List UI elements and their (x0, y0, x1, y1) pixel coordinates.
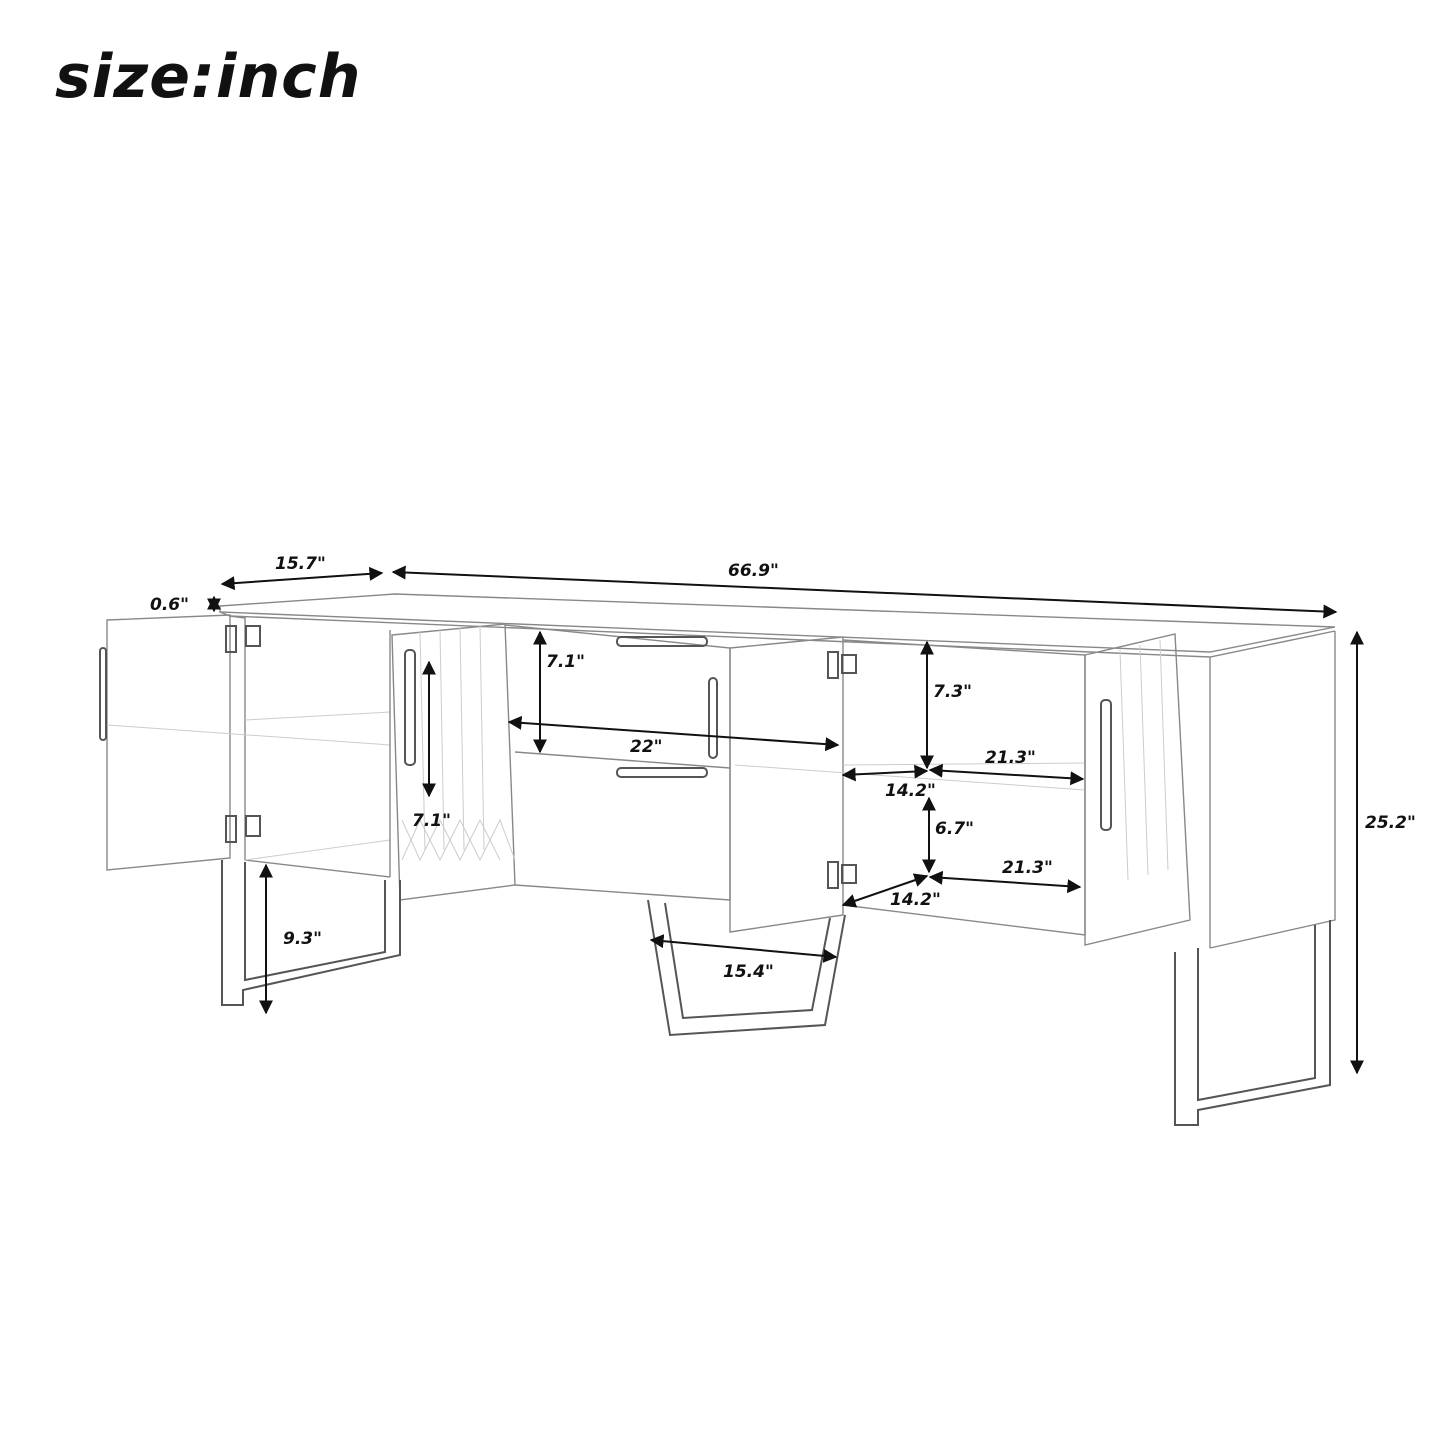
label-right-lower-depth: 14.2" (890, 890, 941, 910)
legs (221, 860, 1331, 1126)
label-drawer-height: 7.1" (546, 652, 585, 672)
label-leg-height: 9.3" (283, 929, 322, 949)
label-door-compartment-height: 7.1" (412, 811, 451, 831)
label-drawer-width: 22" (630, 737, 663, 757)
label-right-lower-width: 21.3" (1002, 858, 1053, 878)
hinge-icon (827, 651, 857, 679)
label-depth-door: 15.7" (275, 554, 326, 574)
label-right-upper-width: 21.3" (985, 748, 1036, 768)
label-right-upper-height: 7.3" (933, 682, 972, 702)
cabinet-body (99, 593, 1336, 949)
size-unit-title: size:inch (55, 42, 362, 112)
hinge-icon (827, 861, 857, 889)
dimension-lines (207, 565, 1364, 1075)
flute-pattern (1119, 639, 1169, 881)
label-leg-width: 15.4" (723, 962, 774, 982)
label-total-height: 25.2" (1365, 813, 1416, 833)
label-width: 66.9" (728, 561, 779, 581)
label-right-lower-height: 6.7" (935, 819, 974, 839)
hinge-icon (225, 625, 261, 653)
hinge-icon (225, 815, 261, 843)
dimension-labels: 15.7" 66.9" 0.6" 7.1" 7.1" 22" 7.3" 21.3… (150, 554, 1416, 982)
label-top-thickness: 0.6" (150, 595, 189, 615)
label-right-upper-depth: 14.2" (885, 781, 936, 801)
